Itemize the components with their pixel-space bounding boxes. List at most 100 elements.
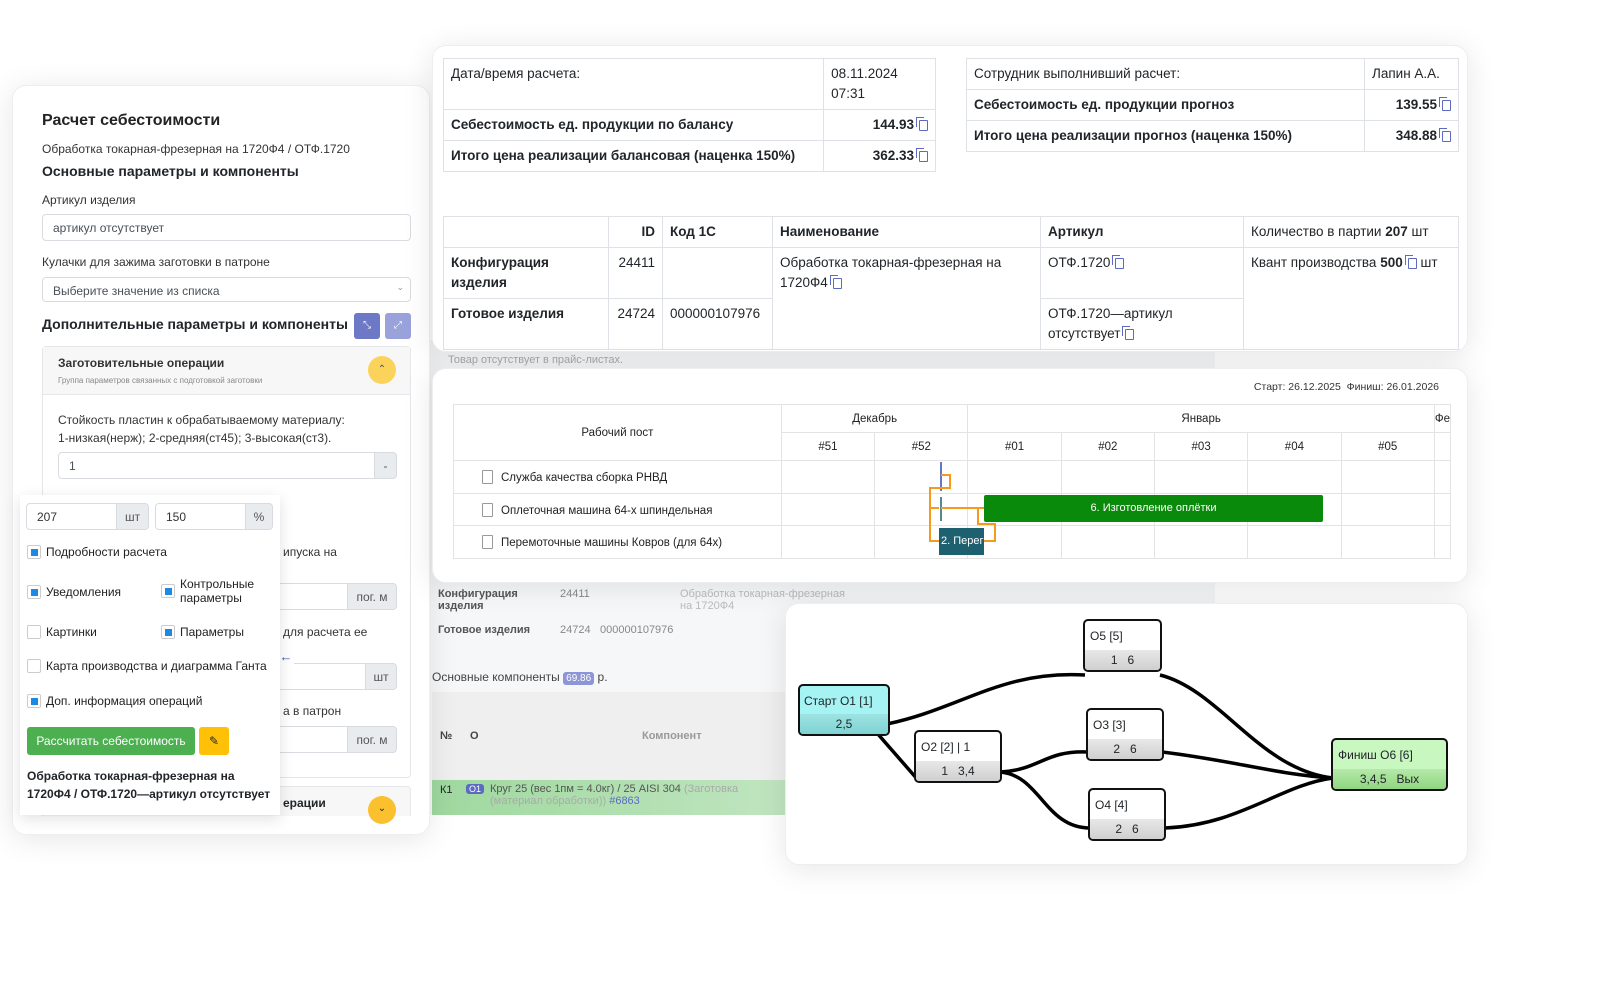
edit-button[interactable]: ✎ [199, 727, 229, 755]
back-arrow-icon[interactable]: ← [278, 646, 294, 668]
balance-table: Дата/время расчета:08.11.2024 07:31 Себе… [442, 58, 936, 172]
jaws-select-value: Выберите значение из списка [53, 284, 220, 298]
month-january: Январь [967, 404, 1435, 433]
row-ready-code: 000000107976 [662, 298, 773, 350]
qty-input[interactable]: 207 [26, 503, 117, 530]
post-name: Оплеточная машина 64-х шпиндельная [501, 504, 713, 517]
employee-label: Сотрудник выполнивший расчет: [966, 58, 1365, 90]
col-id: ID [608, 216, 663, 248]
graph-node-o3[interactable]: О3 [3] 2 6 [1086, 708, 1164, 761]
row-config-code [662, 247, 773, 299]
node-title: О3 [3] [1093, 718, 1126, 732]
row-config-article-cell: ОТФ.1720 [1040, 247, 1244, 299]
copy-icon[interactable] [829, 275, 842, 289]
gantt-label: Карта производства и диаграмма Ганта [46, 659, 267, 673]
document-icon [482, 470, 493, 484]
week: #04 [1247, 432, 1342, 461]
node-links: 2 6 [1090, 819, 1164, 839]
result-title: Обработка токарная-фрезерная на 1720Ф4 /… [27, 769, 271, 801]
plate-addon: - [374, 452, 397, 479]
copy-icon[interactable] [1439, 97, 1451, 111]
pictures-label: Картинки [46, 625, 97, 639]
expand-all-button[interactable]: ⤢ [385, 313, 411, 339]
copy-icon[interactable] [1439, 128, 1451, 142]
gantt-post[interactable]: Служба качества сборка РНВД [453, 460, 782, 494]
post-name: Перемоточные машины Ковров (для 64х) [501, 537, 723, 549]
month-december: Декабрь [780, 404, 969, 433]
calc-label-partial: для расчета ее [283, 625, 368, 639]
copy-icon[interactable] [1404, 255, 1417, 269]
notifications-label: Уведомления [46, 585, 122, 599]
graph-node-finish[interactable]: Финиш О6 [6] 3,4,5 Вых [1331, 738, 1448, 791]
bg-row-config: Конфигурация изделия [438, 588, 518, 612]
bg-row-ready: Готовое изделия [438, 624, 531, 636]
price-balance-label: Итого цена реализации балансовая (наценк… [442, 140, 825, 172]
copy-icon[interactable] [1112, 255, 1125, 269]
month-february: Фе [1433, 404, 1452, 433]
price-note: Товар отсутствует в прайс-листах. [448, 354, 624, 366]
bg-code: 000000107976 [600, 624, 674, 636]
graph-node-o5[interactable]: О5 [5] 1 6 [1083, 619, 1162, 672]
markup-input[interactable]: 150 [155, 503, 246, 530]
price-balance-cell: 362.33 [823, 140, 936, 172]
copy-icon[interactable] [916, 148, 928, 162]
col-no: № [440, 730, 453, 742]
graph-node-o2[interactable]: О2 [2] | 1 1 3,4 [914, 730, 1002, 783]
node-title: О4 [4] [1095, 798, 1128, 812]
gantt-range: Старт: 26.12.2025 Финиш: 26.01.2026 [1253, 381, 1439, 393]
quant-unit: шт [1420, 255, 1438, 270]
row-ready-name: Готовое изделия [443, 298, 609, 350]
components-sum-badge: 69.86 [563, 672, 595, 685]
bg-id: 24411 [560, 588, 590, 600]
notifications-checkbox[interactable] [27, 585, 41, 599]
copy-icon[interactable] [1122, 326, 1135, 340]
plate-label: Стойкость пластин к обрабатываемому мате… [58, 413, 345, 445]
gantt-checkbox[interactable] [27, 659, 41, 673]
components-heading: Основные компоненты 69.86 р. [432, 670, 608, 685]
control-params-checkbox[interactable] [161, 584, 175, 598]
row-config-id: 24411 [608, 247, 663, 299]
settings-popup: 207 шт 150 % Подробности расчета Уведомл… [20, 495, 280, 815]
ops-info-checkbox[interactable] [27, 694, 41, 708]
row-config-name: Конфигурация изделия [443, 247, 609, 299]
params-checkbox[interactable] [161, 625, 175, 639]
quant-value: 500 [1380, 255, 1403, 270]
col-empty [443, 216, 609, 248]
cost-balance-cell: 144.93 [823, 109, 936, 141]
group-collapse-button[interactable]: ⌃ [368, 356, 396, 384]
details-checkbox[interactable] [27, 545, 41, 559]
group-expand-button[interactable]: ⌄ [368, 796, 396, 824]
batch-qty: Количество в партии 207 шт [1243, 216, 1459, 248]
component-link[interactable]: #6863 [609, 795, 640, 807]
graph-node-start[interactable]: Старт О1 [1] 2,5 [798, 684, 890, 736]
markup-unit: % [245, 503, 273, 530]
col-title: Наименование [772, 216, 1041, 248]
component-name: Круг 25 (вес 1пм = 4.0кг) / 25 AISI 304 [490, 783, 681, 795]
price-forecast-cell: 348.88 [1364, 120, 1459, 152]
plate-select[interactable]: 1 [58, 452, 375, 479]
post-header: Рабочий пост [453, 404, 782, 461]
gantt-post[interactable]: Перемоточные машины Ковров (для 64х) [453, 525, 782, 559]
col-o: О [470, 730, 479, 742]
article-input[interactable]: артикул отсутствует [42, 214, 411, 241]
gantt-bar-braiding[interactable]: 6. Изготовление оплётки [984, 495, 1323, 522]
prep-ops-group: Заготовительные операции Группа параметр… [42, 346, 411, 778]
graph-node-o4[interactable]: О4 [4] 2 6 [1088, 788, 1166, 841]
pencil-icon: ✎ [208, 734, 220, 748]
pictures-checkbox[interactable] [27, 625, 41, 639]
jaws-select[interactable]: Выберите значение из списка ⌄ [42, 277, 411, 302]
copy-icon[interactable] [916, 117, 928, 131]
node-links: 2,5 [800, 714, 888, 734]
document-icon [482, 502, 493, 517]
calculate-button[interactable]: Рассчитать себестоимость [27, 727, 195, 755]
product-subtitle: Обработка токарная-фрезерная на 1720Ф4 /… [42, 142, 350, 156]
chuck-unit: пог. м [347, 726, 397, 753]
collapse-all-button[interactable]: ⤡ [354, 313, 380, 339]
gantt-bar-rewind[interactable]: 2. Перег [939, 528, 984, 555]
row-config-article: ОТФ.1720 [1048, 255, 1111, 270]
forecast-table: Сотрудник выполнивший расчет:Лапин А.А. … [966, 58, 1459, 152]
gantt-post[interactable]: Оплеточная машина 64-х шпиндельная [453, 493, 782, 526]
cost-balance-label: Себестоимость ед. продукции по балансу [442, 109, 825, 141]
col-article: Артикул [1040, 216, 1244, 248]
product-table: ID Код 1С Наименование Артикул Количеств… [443, 216, 1459, 350]
